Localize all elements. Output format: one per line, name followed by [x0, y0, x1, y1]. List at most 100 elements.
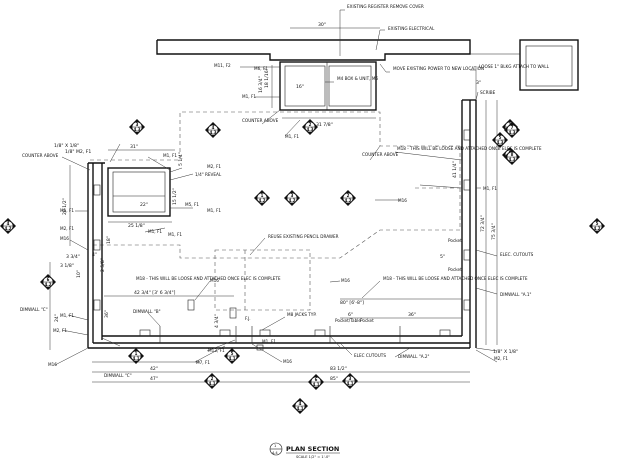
dim-4: 4" [92, 252, 97, 258]
notes-layer: EXISTING REGISTER REMOVE COVER EXISTING … [22, 4, 550, 367]
label-dimwall-c2: DIMWALL "C" [104, 373, 132, 378]
section-tag: 14.1 [128, 348, 144, 364]
title-block: 1 4.4 PLAN SECTION SCALE 1/2" = 1'-0" [269, 442, 340, 459]
mark-m1-f1-c: M1, F1 [163, 153, 177, 158]
dim-75-3-4: 75 3/4" [491, 223, 497, 240]
marks-layer: M11, F2 M1, F1 M1, F1 M1, F1 M1, F1 M1, … [53, 63, 508, 365]
note-m16-b: M16 [210, 278, 219, 283]
cabinet-walls [87, 99, 477, 351]
mark-m11-f2: M11, F2 [214, 63, 231, 68]
note-m16-c: M16 [341, 278, 350, 283]
section-tag-number: 3 [291, 193, 294, 198]
note-m16-d: M16 [60, 236, 69, 241]
mark-m1-f1-i: M1, F1 [60, 313, 74, 318]
dim-72-3-4: 72 3/4" [480, 215, 486, 232]
note-m18-top: M18 - THIS WILL BE LOOSE AND ATTACHED ON… [397, 146, 542, 151]
note-m8-jacks: M8 JACKS TYP. [287, 312, 317, 317]
mark-m2-f1-d: M2, F1 [60, 226, 74, 231]
note-reveal: 1/4" REVEAL [195, 172, 222, 177]
dim-3-3-4: 3 3/4" [66, 254, 80, 260]
note-elec-cutouts-1: ELEC. CUTOUTS [500, 252, 534, 257]
note-m16-f: M16 [283, 359, 292, 364]
dim-31: 31" [130, 144, 138, 150]
mark-m1-f1-h: M1, F1 [262, 339, 276, 344]
section-tag-number: 2 [347, 193, 350, 198]
section-tag: 64.1 [308, 374, 324, 390]
title-label: PLAN SECTION [286, 445, 339, 453]
label-pocket-d: Pocket [360, 318, 374, 323]
dim-85: 85" [330, 376, 338, 382]
section-tag-sheet: 4.2 [4, 226, 11, 231]
section-tags: 34.344.324.314.364.354.314.224.234.244.2… [0, 119, 605, 414]
section-tag-number: 8 [511, 152, 514, 157]
section-tag-number: 5 [231, 351, 234, 356]
label-dimwall-c: DIMWALL "C" [20, 307, 48, 312]
mark-m1-f1-d: M1, F1 [60, 208, 74, 213]
section-tag-number: 2 [309, 122, 312, 127]
section-tag: 44.2 [0, 218, 16, 234]
section-tag-number: 1 [261, 193, 264, 198]
label-pocket-a: Pocket [448, 238, 462, 243]
section-tag-number: 1 [135, 351, 138, 356]
section-tag: 14.2 [254, 190, 270, 206]
dim-1-8-m2: 1/8" M2, F1 [65, 149, 91, 155]
section-tag-number: 3 [136, 122, 139, 127]
dim-22: 22" [140, 202, 148, 208]
section-tag-sheet: 4.3 [306, 127, 313, 132]
section-tag: 24.3 [302, 119, 318, 135]
mark-m13-f1: M13, F1 [208, 348, 225, 353]
dim-1-8x1-8-a: 1/8" X 1/8" [54, 143, 79, 149]
dimension-text: 30" 16 3/4" 16" 31 7/8" 18 1/16" 31" 25 … [54, 22, 518, 382]
mark-m5-f1: M5, F1 [185, 202, 199, 207]
section-tag-number: 6 [47, 277, 50, 282]
section-tag-sheet: 4.1 [208, 381, 215, 386]
section-tag-sheet: 4.2 [593, 226, 600, 231]
dim-36b: 36" [104, 310, 110, 318]
dim-4-3-4: 4 3/4" [214, 314, 220, 328]
dim-5-1-4: 5 1/4" [178, 152, 184, 166]
note-reuse-drawer: REUSE EXISTING PENCIL DRAWER [268, 234, 339, 239]
note-m16-a: M16 [398, 198, 407, 203]
section-tag-sheet: 4.3 [209, 130, 216, 135]
dim-80: 80" [6'-8"] [340, 300, 364, 306]
dim-25-1-8: 25 1/8" [128, 223, 145, 229]
note-move-power: MOVE EXISTING POWER TO NEW LOCATION [393, 66, 484, 71]
section-tag: 84.3 [504, 149, 520, 165]
mark-m1-f1-b: M1, F1 [285, 134, 299, 139]
label-dimwall-a1: DIMWALL "A.1" [500, 292, 532, 297]
mark-m1-f1-e: M1, F1 [207, 208, 221, 213]
section-tag: 24.2 [340, 190, 356, 206]
mark-m2-f1-a: M2, F1 [53, 328, 67, 333]
section-tag: 74.3 [504, 122, 520, 138]
mark-m1-f1-f: M1, F1 [148, 229, 162, 234]
dim-83-1-2: 83 1/2" [330, 366, 347, 372]
section-tag: 54.2 [589, 218, 605, 234]
note-box-unit: M4 BOX & UNIT, M6 [337, 76, 378, 81]
section-tag-number: 4 [212, 125, 215, 130]
dim-6: 6" [348, 312, 353, 318]
note-m18-left: M18 - THIS WILL BE LOOSE AND ATTACHED ON… [136, 276, 281, 281]
section-tag-sheet: 4.2 [344, 198, 351, 203]
label-dimwall-a2: DIMWALL "A.2" [398, 354, 430, 359]
dim-15-1-2: 15 1/2" [172, 188, 178, 205]
dim-31-7-8: 31 7/8" [316, 122, 333, 128]
note-fj: F.J. [245, 316, 251, 321]
section-tag-number: 4 [299, 401, 302, 406]
counter-outline [90, 111, 461, 311]
section-tag: 34.1 [342, 373, 358, 389]
dim-24: 24" [54, 314, 60, 322]
note-m16-e: M16 [48, 362, 57, 367]
dim-42: 42" [150, 366, 158, 372]
note-existing-register: EXISTING REGISTER REMOVE COVER [347, 4, 424, 9]
mark-m6-f1: M6, F1 [254, 66, 268, 71]
mark-m2-f1-c: M2, F1 [494, 356, 508, 361]
section-tag-number: 2 [211, 376, 214, 381]
dim-47: 47" [150, 376, 158, 382]
section-tag: 44.3 [205, 122, 221, 138]
section-tag: 54.1 [224, 348, 240, 364]
section-tag-sheet: 4.2 [44, 282, 51, 287]
section-tag: 34.2 [284, 190, 300, 206]
section-tag: 64.2 [40, 274, 56, 290]
section-tag-sheet: 4.3 [508, 130, 515, 135]
note-elec-cutouts-2: ELEC CUTOUTS [354, 353, 386, 358]
